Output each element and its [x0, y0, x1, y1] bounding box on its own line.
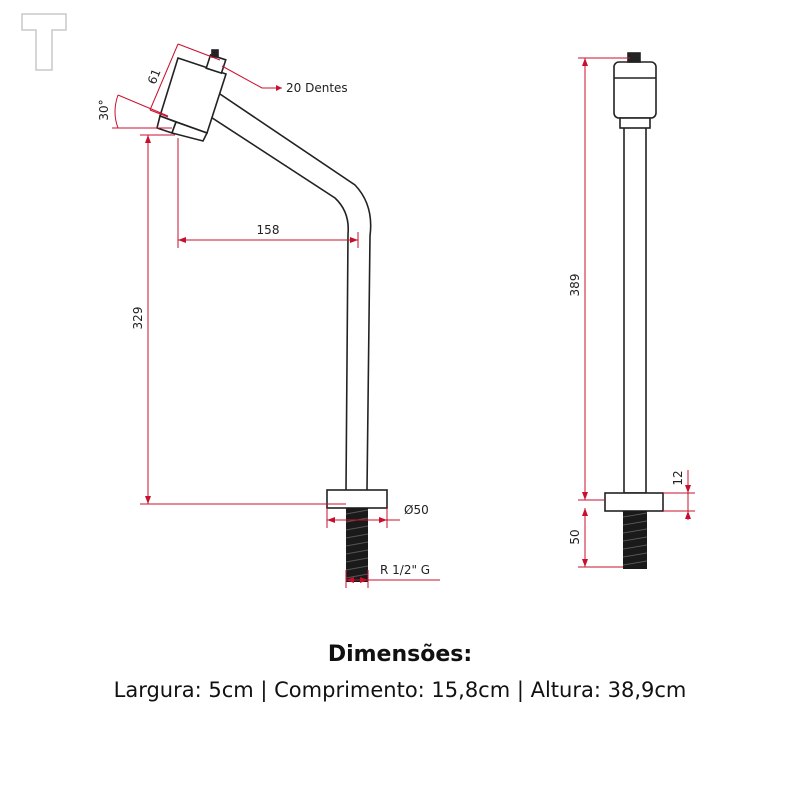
- label-thread: R 1/2" G: [380, 563, 430, 577]
- front-view: 389 50 12: [568, 52, 695, 569]
- label-reach: 158: [257, 223, 280, 237]
- label-base-thickness: 12: [671, 470, 685, 485]
- label-thread-length: 50: [568, 529, 582, 544]
- front-threaded-shank: [622, 511, 648, 569]
- spout-tube: [199, 89, 372, 491]
- label-side-height: 329: [131, 307, 145, 330]
- brand-logo: [21, 13, 67, 71]
- base-flange: [326, 489, 388, 509]
- label-base-diameter: Ø50: [404, 503, 429, 517]
- label-total-height: 389: [568, 274, 582, 297]
- dimensions-title: Dimensões:: [327, 642, 473, 667]
- label-teeth: 20 Dentes: [286, 81, 348, 95]
- threaded-shank: [345, 508, 369, 582]
- front-base-flange: [604, 492, 664, 512]
- side-dimension-arrows: [145, 85, 387, 583]
- front-dimensions: [578, 57, 695, 568]
- label-head-size: 61: [145, 67, 164, 86]
- nozzle-head: [156, 49, 228, 142]
- front-nozzle-head: [613, 52, 657, 129]
- front-dimension-arrows: [582, 58, 691, 567]
- dimensions-details: Largura: 5cm | Comprimento: 15,8cm | Alt…: [113, 678, 687, 702]
- label-angle: 30°: [97, 99, 111, 120]
- front-tube: [623, 124, 647, 494]
- side-view: 61 30° 20 Dentes 158 329 Ø50 R 1/2" G: [97, 43, 440, 588]
